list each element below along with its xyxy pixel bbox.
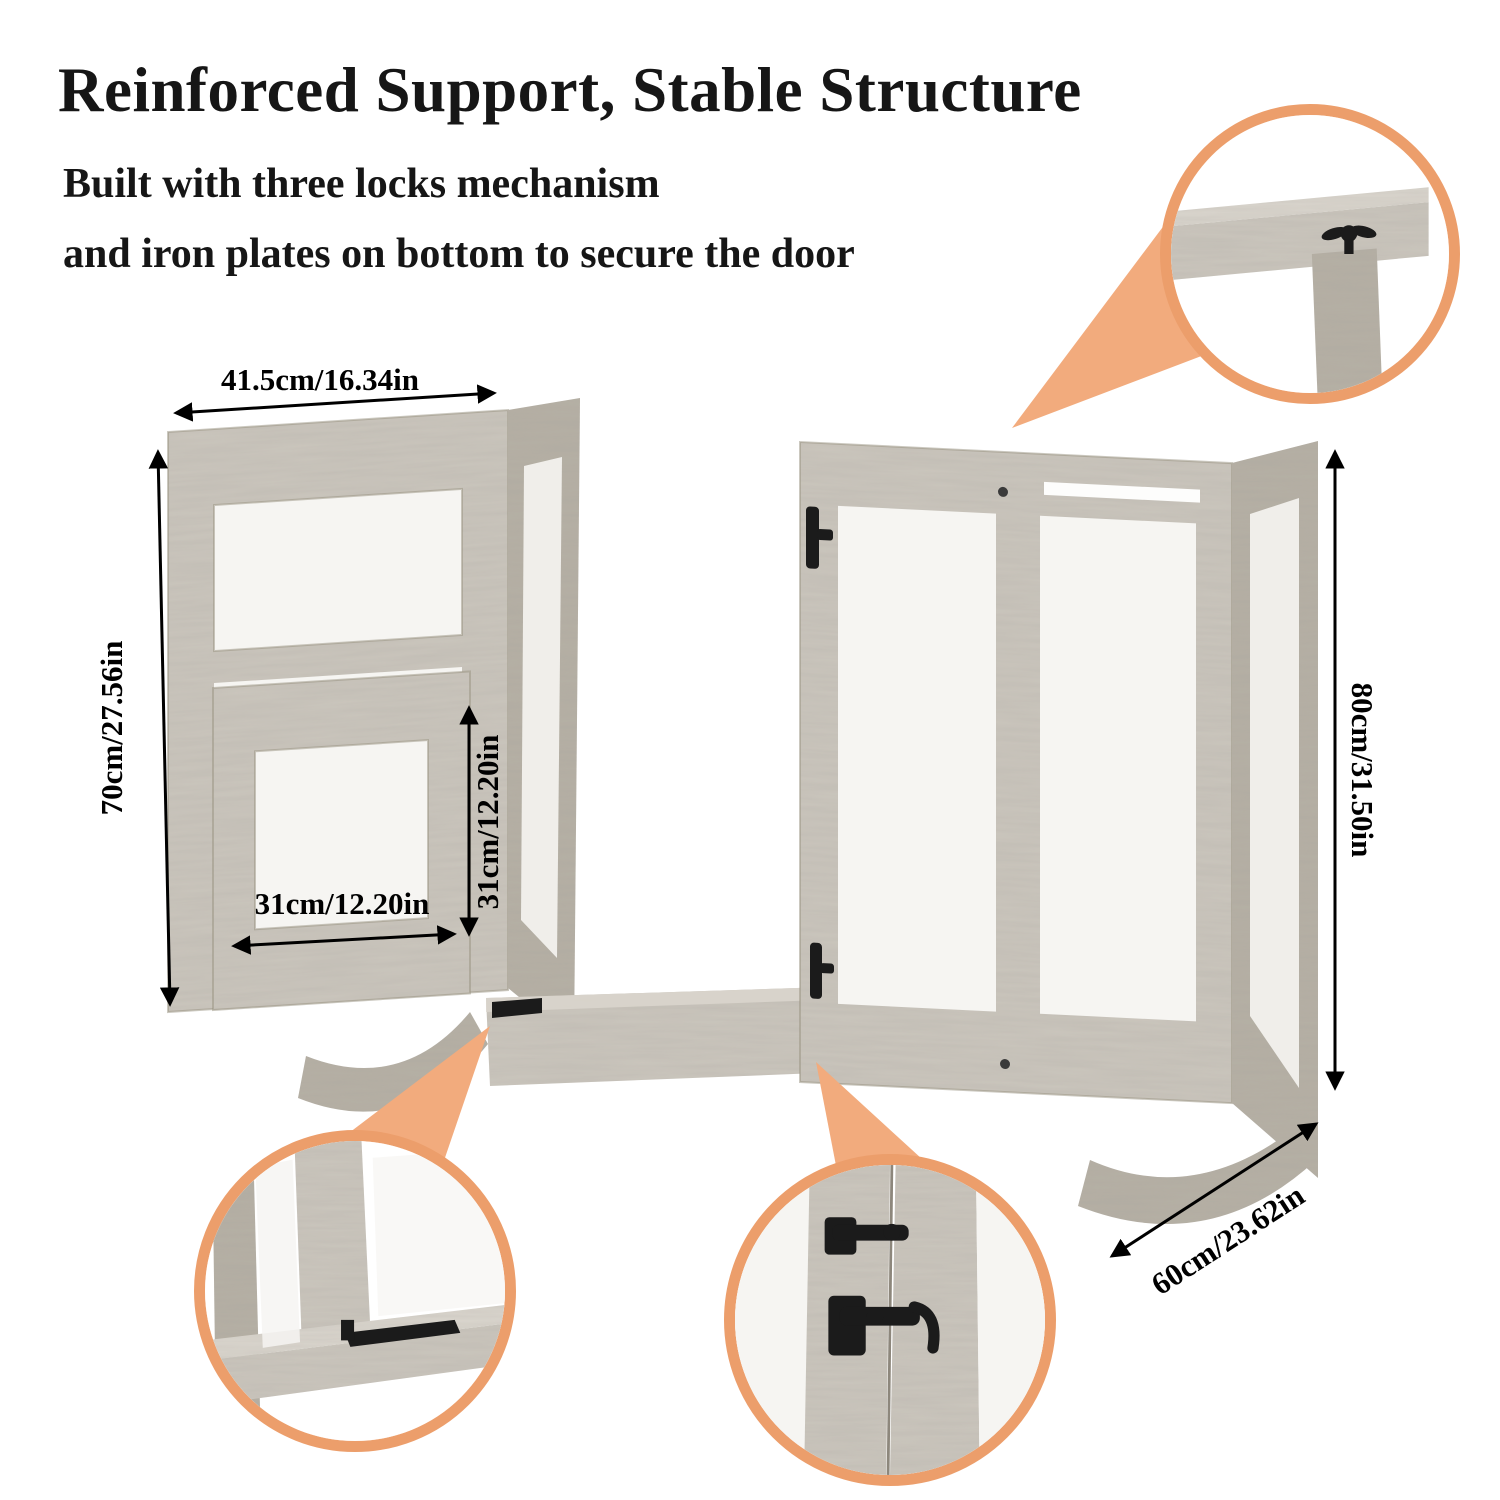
callout-door-locks [724, 1154, 1056, 1486]
hook-latch-bottom-icon [828, 1295, 940, 1356]
arrow-pet-door-width [231, 925, 457, 955]
left-side-panel [508, 398, 580, 1042]
dimension-arrows [148, 384, 1345, 1258]
arrow-top-width [173, 384, 497, 422]
callout-iron-plate [194, 1130, 516, 1452]
dimension-label-pet-door-height: 31cm/12.20in [470, 734, 505, 910]
screw-icon-bottom [1000, 1059, 1010, 1070]
dimension-label-pet-door-width: 31cm/12.20in [254, 886, 430, 921]
screw-icon-top [998, 486, 1008, 497]
top-lock-zoom-illustration [1171, 115, 1449, 393]
page-title: Reinforced Support, Stable Structure [58, 55, 1082, 125]
dimension-label-left-height: 70cm/27.56in [94, 640, 129, 816]
handle-slot [1044, 481, 1200, 503]
iron-plate-icon [492, 998, 542, 1018]
slide-latch-top-icon [824, 1217, 909, 1255]
right-side-panel [1232, 441, 1318, 1178]
callout-top-lock [1160, 104, 1460, 404]
pet-door [212, 670, 471, 1012]
arrow-left-height [148, 449, 180, 1007]
right-front-panel [799, 440, 1233, 1105]
iron-plate-zoom-icon [341, 1319, 461, 1347]
subtitle-line-2: and iron plates on bottom to secure the … [63, 231, 855, 277]
dimension-label-top-width: 41.5cm/16.34in [220, 362, 420, 397]
dimension-label-right-height: 80cm/31.50in [1345, 682, 1380, 858]
iron-plate-zoom-illustration [205, 1141, 505, 1441]
pointer-beam-door-locks [816, 1062, 934, 1176]
arrow-depth [1109, 1122, 1319, 1258]
wing-bolt-icon [1321, 225, 1377, 254]
door-latch-top-icon [806, 506, 833, 569]
door-latch-bottom-icon [810, 942, 834, 999]
subtitle-line-1: Built with three locks mechanism [63, 161, 660, 207]
door-locks-zoom-illustration [735, 1165, 1045, 1475]
